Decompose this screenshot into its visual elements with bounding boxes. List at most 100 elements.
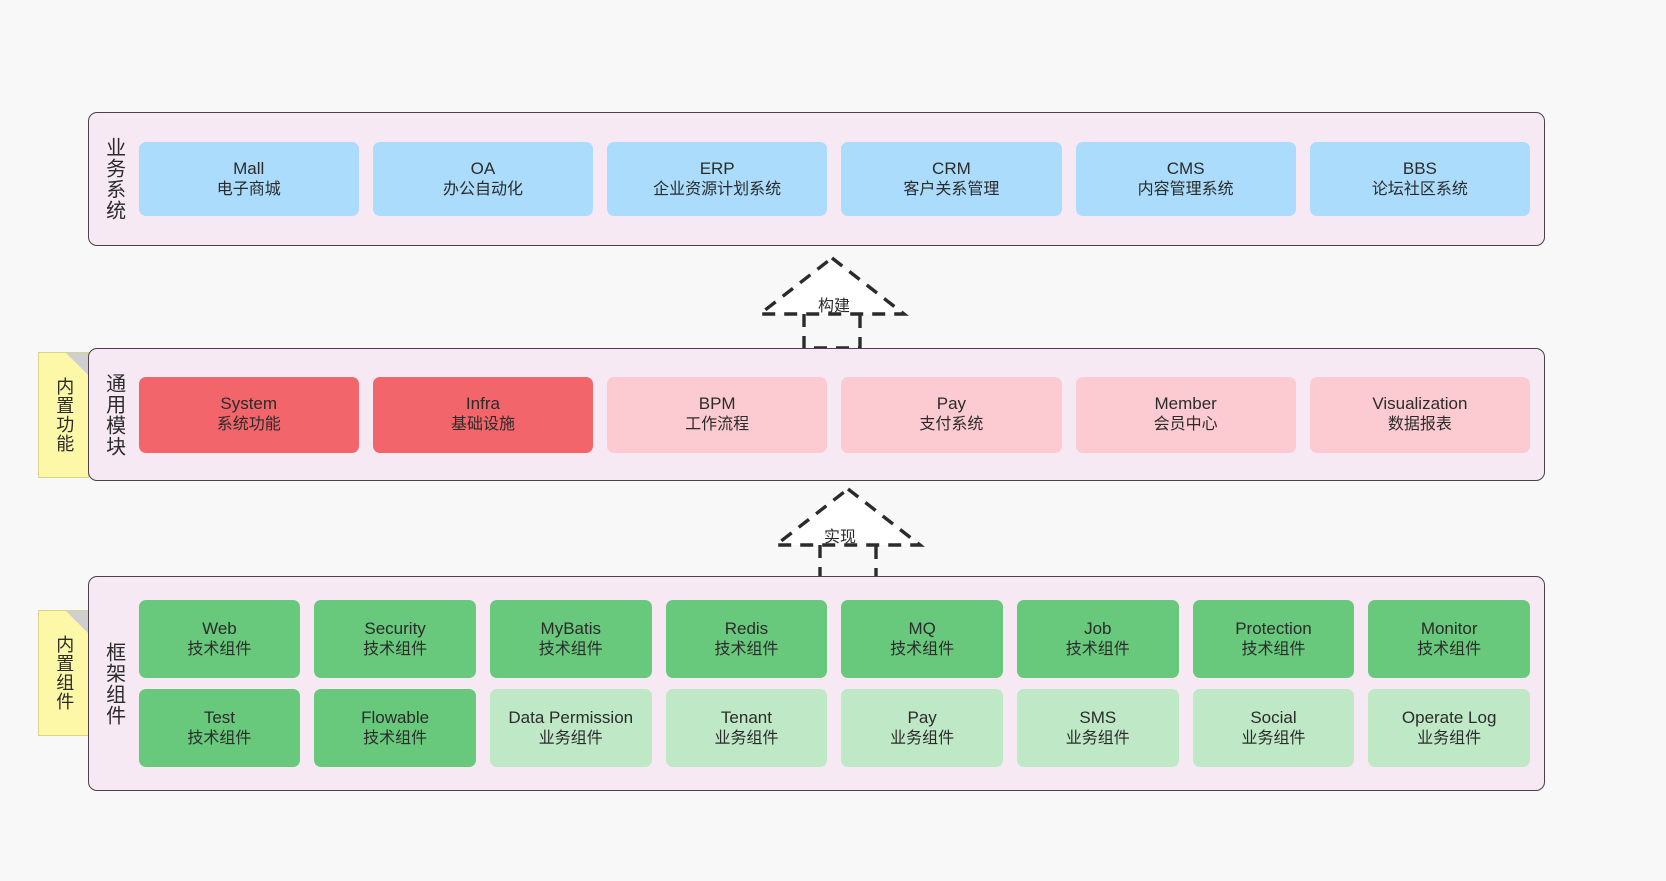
card-title: Flowable [361,707,430,727]
card-subtitle: 技术组件 [363,729,428,747]
card-protection[interactable]: Protection 技术组件 [1192,600,1355,678]
card-grid-framework: Web 技术组件 Security 技术组件 MyBatis 技术组件 Redi… [131,600,1544,767]
card-subtitle: 技术组件 [538,640,603,658]
card-subtitle: 技术组件 [363,640,428,658]
card-bpm[interactable]: BPM 工作流程 [607,376,828,453]
card-subtitle: 技术组件 [1241,640,1306,658]
connector-build-arrow [755,255,909,350]
card-title: Redis [724,618,769,638]
card-title: Member [1154,394,1217,414]
card-title: Pay [907,707,937,727]
card-subtitle: 技术组件 [187,729,252,747]
layer-business-systems: 业务系统 Mall 电子商城 OA 办公自动化 ERP 企业资源计划系统 CRM… [88,112,1545,246]
card-bbs[interactable]: BBS 论坛社区系统 [1309,142,1530,216]
card-mall[interactable]: Mall 电子商城 [138,142,359,216]
card-title: ERP [699,158,735,178]
card-subtitle: 电子商城 [216,180,281,198]
card-title: Tenant [720,707,772,727]
card-title: CMS [1166,158,1205,178]
note-builtin-function: 内置功能 [38,352,89,478]
card-monitor[interactable]: Monitor 技术组件 [1368,600,1530,678]
card-grid-modules: System 系统功能 Infra 基础设施 BPM 工作流程 Pay 支付系统… [131,376,1544,453]
card-subtitle: 业务组件 [1241,729,1306,747]
card-subtitle: 论坛社区系统 [1371,180,1468,198]
card-subtitle: 客户关系管理 [903,180,1000,198]
note-builtin-component: 内置组件 [38,610,89,736]
card-data-permission[interactable]: Data Permission 业务组件 [489,689,652,767]
card-grid-business: Mall 电子商城 OA 办公自动化 ERP 企业资源计划系统 CRM 客户关系… [131,142,1544,216]
card-subtitle: 技术组件 [1417,640,1482,658]
card-mybatis[interactable]: MyBatis 技术组件 [489,600,652,678]
card-subtitle: 技术组件 [187,640,252,658]
card-subtitle: 业务组件 [1065,729,1130,747]
layer-framework-components: 框架组件 Web 技术组件 Security 技术组件 MyBatis 技术组件… [88,576,1545,791]
card-title: Web [202,618,237,638]
card-title: BBS [1402,158,1437,178]
card-security[interactable]: Security 技术组件 [314,600,476,678]
card-title: Job [1084,618,1112,638]
note-fold-corner-icon [66,611,88,633]
card-subtitle: 业务组件 [890,729,955,747]
card-subtitle: 业务组件 [538,729,603,747]
card-subtitle: 数据报表 [1387,416,1452,434]
card-subtitle: 支付系统 [919,416,984,434]
card-subtitle: 业务组件 [714,729,779,747]
card-subtitle: 会员中心 [1153,416,1218,434]
card-pay-module[interactable]: Pay 支付系统 [841,376,1062,453]
card-subtitle: 技术组件 [714,640,779,658]
card-subtitle: 工作流程 [685,416,750,434]
card-title: Protection [1235,618,1312,638]
card-operate-log[interactable]: Operate Log 业务组件 [1368,689,1530,767]
card-web[interactable]: Web 技术组件 [138,600,301,678]
card-erp[interactable]: ERP 企业资源计划系统 [607,142,828,216]
card-visualization[interactable]: Visualization 数据报表 [1309,376,1530,453]
card-title: Test [203,707,236,727]
card-oa[interactable]: OA 办公自动化 [372,142,594,216]
card-subtitle: 内容管理系统 [1137,180,1234,198]
card-title: Visualization [1372,394,1468,414]
layer-caption-business: 业务系统 [102,137,125,221]
card-subtitle: 企业资源计划系统 [653,180,782,198]
card-title: MQ [908,618,936,638]
note-text: 内置组件 [54,635,75,711]
card-title: System [220,394,278,414]
card-subtitle: 办公自动化 [442,180,523,198]
card-subtitle: 基础设施 [450,416,515,434]
card-title: Operate Log [1401,707,1497,727]
card-crm[interactable]: CRM 客户关系管理 [841,142,1062,216]
card-title: BPM [698,394,736,414]
card-title: OA [470,158,496,178]
card-title: Data Permission [508,707,634,727]
card-infra[interactable]: Infra 基础设施 [372,376,594,453]
card-pay-component[interactable]: Pay 业务组件 [841,689,1003,767]
card-redis[interactable]: Redis 技术组件 [665,600,828,678]
layer-caption-modules: 通用模块 [102,372,125,457]
card-tenant[interactable]: Tenant 业务组件 [665,689,828,767]
layer-caption-framework: 框架组件 [102,641,125,726]
card-title: Social [1250,707,1297,727]
card-mq[interactable]: MQ 技术组件 [841,600,1003,678]
card-flowable[interactable]: Flowable 技术组件 [314,689,476,767]
card-cms[interactable]: CMS 内容管理系统 [1075,142,1296,216]
card-title: Security [364,618,426,638]
card-title: Mall [233,158,265,178]
card-title: SMS [1079,707,1117,727]
card-job[interactable]: Job 技术组件 [1016,600,1179,678]
connector-realize-arrow [771,486,925,581]
note-fold-corner-icon [66,353,88,375]
card-title: Infra [465,394,500,414]
card-test[interactable]: Test 技术组件 [138,689,301,767]
card-social[interactable]: Social 业务组件 [1192,689,1355,767]
note-text: 内置功能 [54,377,75,453]
card-subtitle: 系统功能 [216,416,281,434]
card-subtitle: 业务组件 [1417,729,1482,747]
card-title: Pay [936,394,967,414]
layer-common-modules: 通用模块 System 系统功能 Infra 基础设施 BPM 工作流程 Pay… [88,348,1545,481]
card-system[interactable]: System 系统功能 [138,376,359,453]
card-sms[interactable]: SMS 业务组件 [1016,689,1179,767]
connector-label-realize: 实现 [824,529,857,546]
connector-label-build: 构建 [818,298,851,315]
card-member[interactable]: Member 会员中心 [1075,376,1296,453]
card-title: CRM [932,158,971,178]
